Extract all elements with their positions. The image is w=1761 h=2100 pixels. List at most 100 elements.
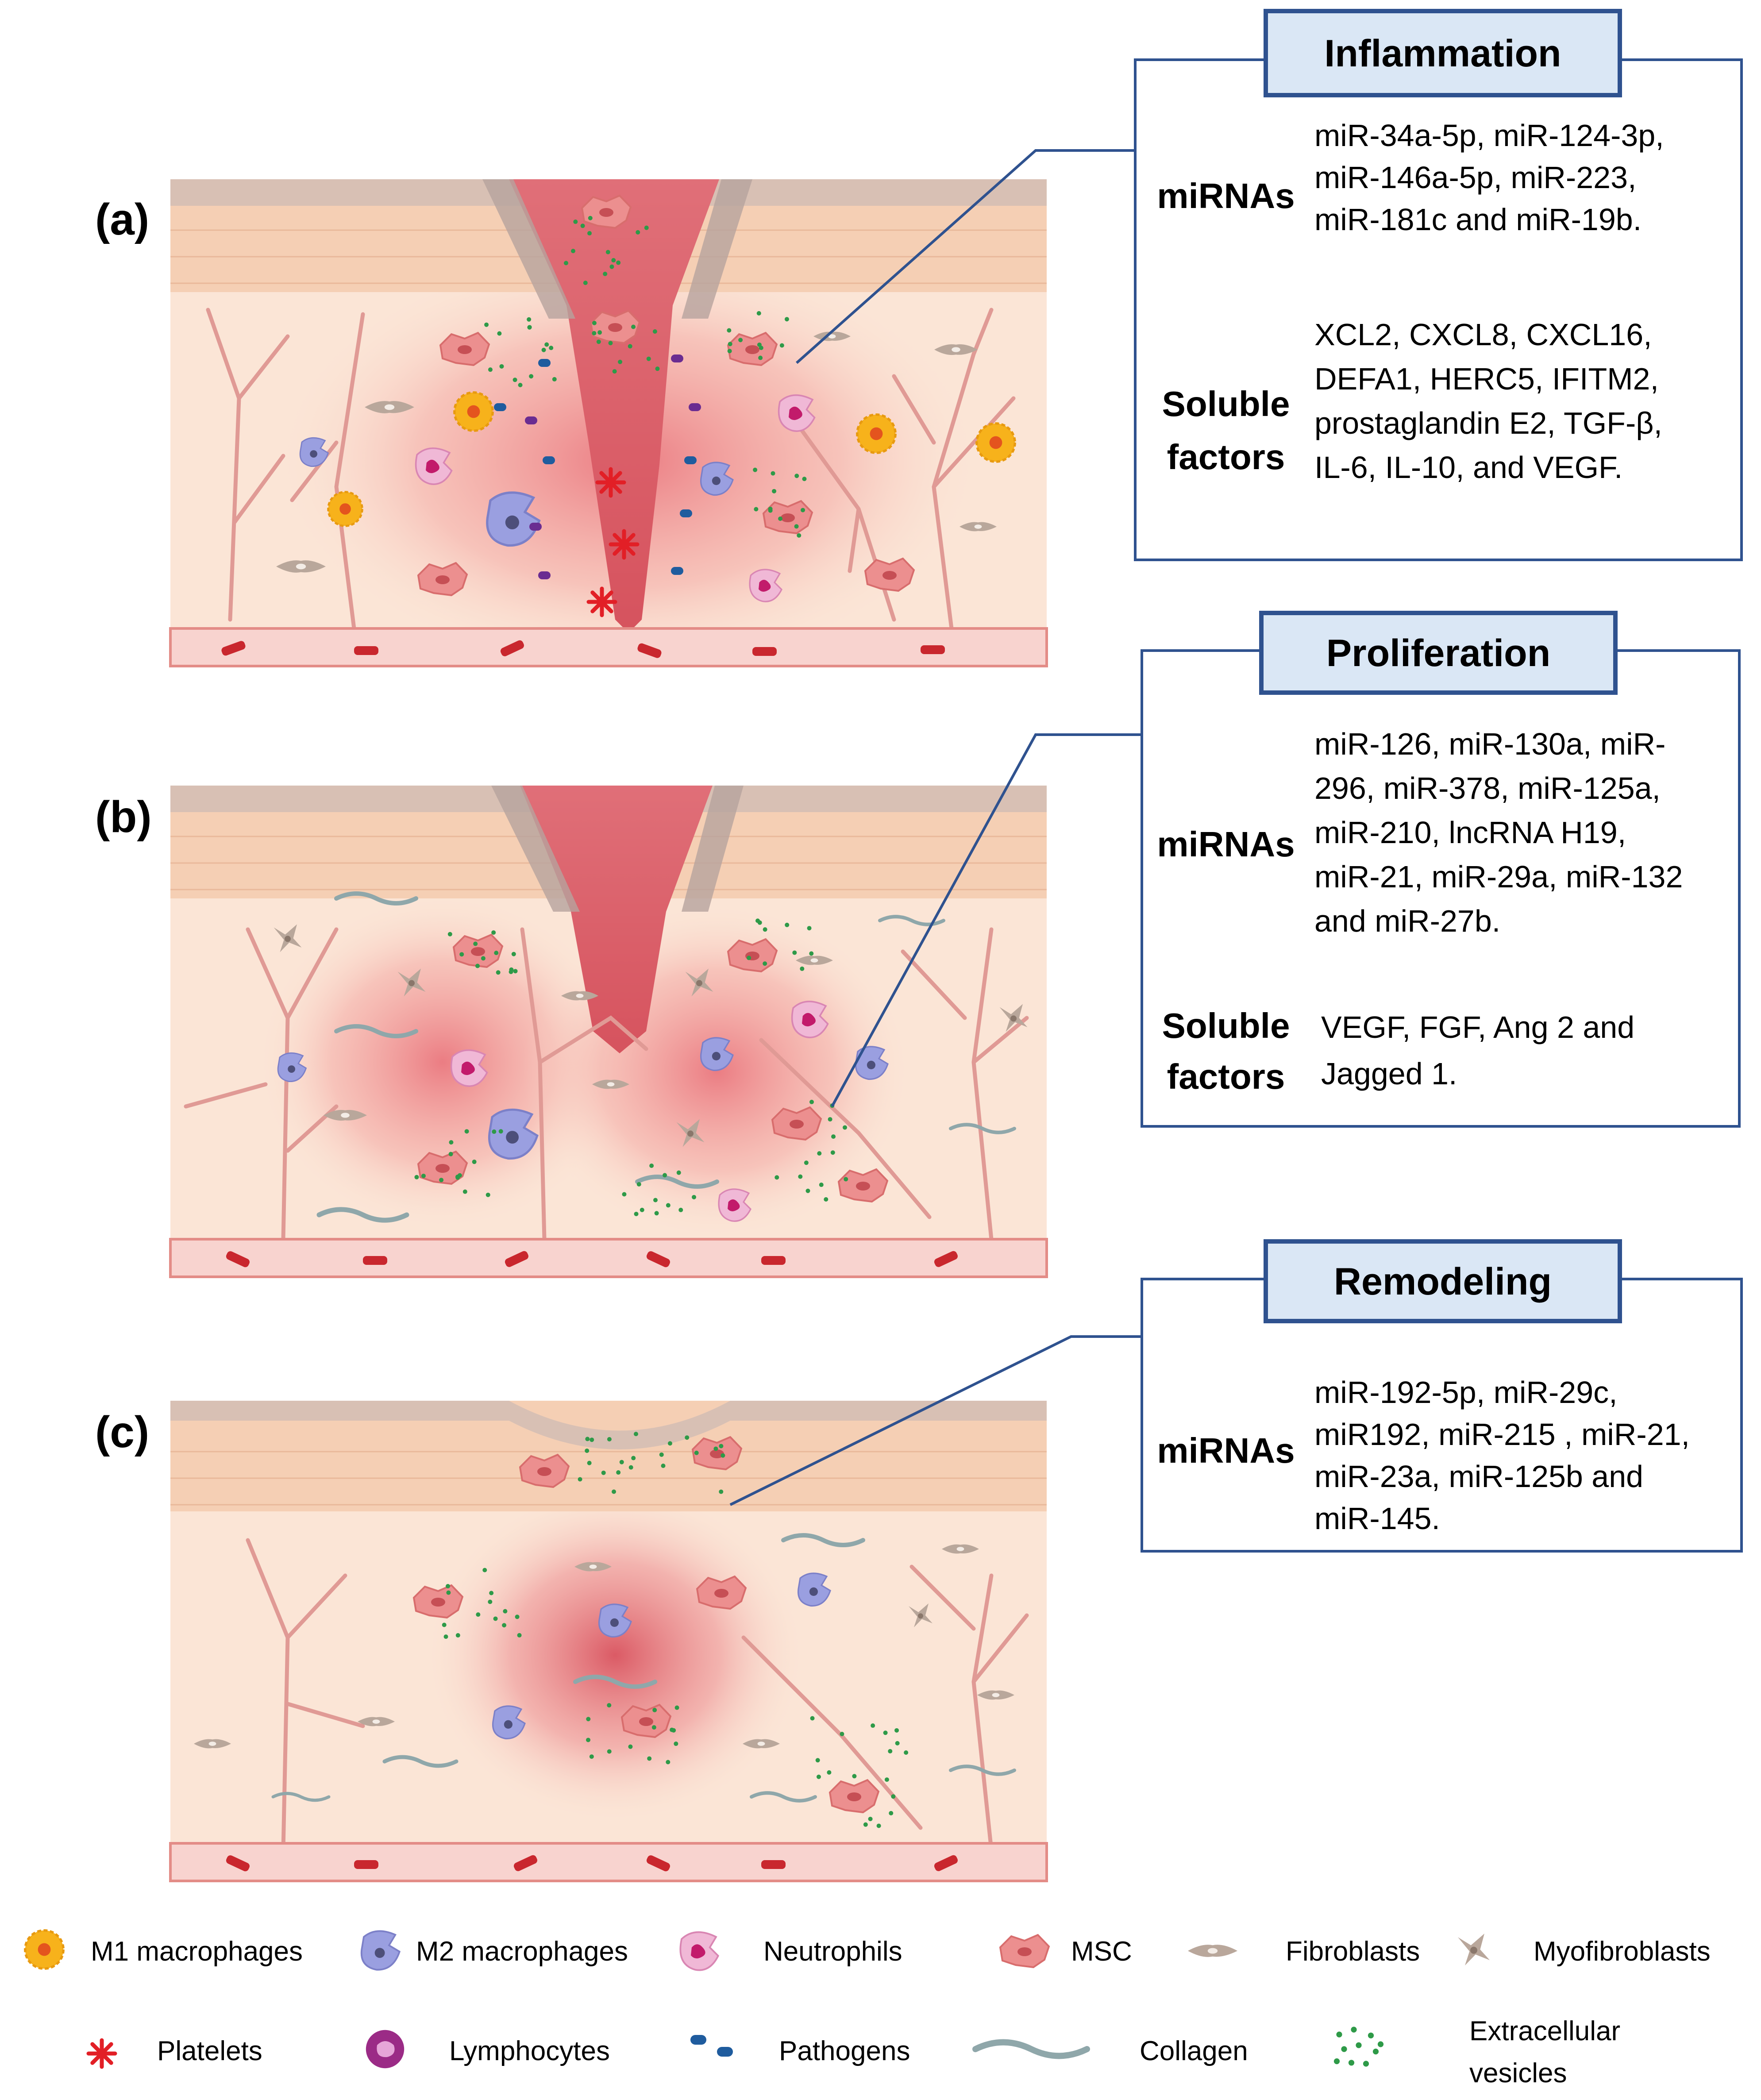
legend-label-fibroblasts: Fibroblasts	[1286, 1936, 1420, 1967]
m2-icon	[492, 1705, 526, 1740]
m1-icon	[453, 391, 494, 432]
m2-icon	[700, 1037, 734, 1071]
collagen-icon	[573, 1675, 657, 1689]
pathogen2-icon	[529, 523, 542, 531]
inflammation-mirnas-line-2: miR-146a-5p, miR-223,	[1314, 160, 1636, 195]
neutrophil-icon	[749, 569, 782, 602]
proliferation-title: Proliferation	[1326, 632, 1551, 674]
connector-lines	[729, 149, 1142, 1506]
extracellular-vesicle-cluster	[563, 216, 649, 285]
pathogen-icon	[690, 2035, 733, 2057]
inflammation-soluble-line-3: prostaglandin E2, TGF-β,	[1314, 406, 1662, 440]
inflammation-soluble-line-4: IL-6, IL-10, and VEGF.	[1314, 450, 1622, 485]
remodeling-title: Remodeling	[1334, 1260, 1552, 1303]
collagen-icon	[781, 1533, 865, 1547]
myofibroblast-icon	[676, 1119, 705, 1147]
extracellular-vesicle-cluster	[414, 1129, 503, 1197]
inflammation-soluble-line-2: DEFA1, HERC5, IFITM2,	[1314, 362, 1659, 396]
panel-label-a: (a)	[95, 195, 149, 244]
msc-icon	[691, 1436, 743, 1471]
msc-icon	[417, 562, 468, 597]
myofibroblast-icon	[685, 968, 713, 997]
inflammation-soluble-heading-1: Soluble	[1162, 384, 1290, 424]
msc-icon	[771, 1106, 822, 1141]
msc-icon	[439, 331, 490, 366]
remodeling-mirnas-line-1: miR-192-5p, miR-29c,	[1314, 1375, 1618, 1410]
extracellular-vesicle-cluster	[810, 1716, 909, 1828]
collagen-icon	[271, 1792, 331, 1802]
extracellular-vesicle-cluster	[447, 930, 518, 975]
vesicles-icon	[1333, 2027, 1384, 2067]
fibroblast-icon	[743, 1739, 780, 1749]
platelet-icon	[609, 529, 640, 560]
inflammation-box: Inflammation miRNAs miR-34a-5p, miR-124-…	[1134, 9, 1743, 561]
proliferation-soluble-line-1: VEGF, FGF, Ang 2 and	[1321, 1010, 1634, 1044]
legend-label-m2: M2 macrophages	[416, 1936, 628, 1967]
remodeling-mirnas-line-2: miR192, miR-215 , miR-21,	[1314, 1417, 1690, 1452]
fibroblast-icon	[796, 956, 833, 965]
neutrophil-icon	[415, 447, 453, 485]
remodeling-box: Remodeling miRNAs miR-192-5p, miR-29c, m…	[1141, 1239, 1743, 1553]
vessels	[206, 308, 1016, 631]
remodeling-mirnas-line-4: miR-145.	[1314, 1501, 1440, 1536]
inflammation-mirnas-heading: miRNAs	[1157, 176, 1295, 216]
msc-icon	[727, 331, 778, 366]
neutrophil-icon	[679, 1931, 720, 1971]
m1-icon	[24, 1929, 65, 1970]
legend-label-collagen: Collagen	[1140, 2036, 1248, 2066]
pathogen-icon	[538, 359, 551, 367]
platelet-icon	[586, 586, 617, 617]
extracellular-vesicle-cluster	[592, 320, 660, 374]
remodeling-mirnas-line-3: miR-23a, miR-125b and	[1314, 1459, 1643, 1494]
proliferation-box: Proliferation miRNAs miR-126, miR-130a, …	[1141, 611, 1741, 1128]
m2-icon	[486, 491, 541, 547]
msc-icon	[581, 194, 632, 229]
extracellular-vesicle-cluster	[622, 1163, 697, 1216]
m1-icon	[975, 422, 1016, 463]
msc-icon	[412, 1584, 464, 1619]
m2-icon	[855, 1046, 889, 1080]
pathogen-icon	[684, 456, 697, 464]
msc-icon	[762, 500, 813, 535]
m2-icon	[598, 1603, 632, 1638]
pathogen-icon	[494, 403, 506, 411]
legend-label-lymphocytes: Lymphocytes	[449, 2036, 610, 2066]
msc-icon	[696, 1575, 747, 1610]
inflammation-mirnas-line-3: miR-181c and miR-19b.	[1314, 202, 1642, 237]
neutrophil-icon	[718, 1188, 751, 1222]
proliferation-mirnas-line-5: and miR-27b.	[1314, 904, 1500, 938]
collagen-icon	[749, 1791, 817, 1803]
m2-icon	[700, 462, 734, 496]
collagen-icon	[316, 1207, 409, 1223]
extracellular-vesicle-cluster	[578, 1432, 725, 1494]
msc-icon	[727, 938, 778, 973]
platelet-icon	[595, 467, 626, 498]
fibroblast-icon	[592, 1079, 629, 1089]
fibroblast-icon	[324, 1110, 367, 1121]
myofibroblast-icon	[397, 968, 426, 997]
remodeling-title-tab	[1264, 1239, 1622, 1323]
pathogen2-icon	[671, 354, 683, 362]
msc-icon	[452, 933, 504, 968]
extracellular-vesicle-cluster	[484, 317, 557, 387]
collagen-icon	[382, 1755, 459, 1768]
extracellular-vesicle-cluster	[747, 918, 814, 971]
legend-label-vesicles-2: vesicles	[1469, 2058, 1567, 2088]
m2-icon	[277, 1052, 307, 1083]
extracellular-vesicle-cluster	[586, 1703, 679, 1765]
proliferation-mirnas-heading: miRNAs	[1157, 825, 1295, 864]
fibroblast-icon	[194, 1739, 231, 1749]
red-blood-cells	[221, 640, 945, 658]
msc-icon	[828, 1779, 880, 1814]
msc-icon	[620, 1703, 672, 1738]
collagen-icon	[972, 2039, 1090, 2059]
panel-c-illustration	[169, 1401, 1048, 1882]
legend-label-neutrophils: Neutrophils	[763, 1936, 902, 1967]
fibroblast-icon	[358, 1717, 395, 1726]
collagen-icon	[334, 891, 418, 906]
inflammation-title-tab	[1264, 9, 1622, 97]
fibroblast-icon	[1188, 1945, 1237, 1957]
msc-icon	[590, 309, 641, 344]
proliferation-soluble-heading-2: factors	[1167, 1057, 1285, 1096]
platelet-icon	[86, 2038, 117, 2069]
